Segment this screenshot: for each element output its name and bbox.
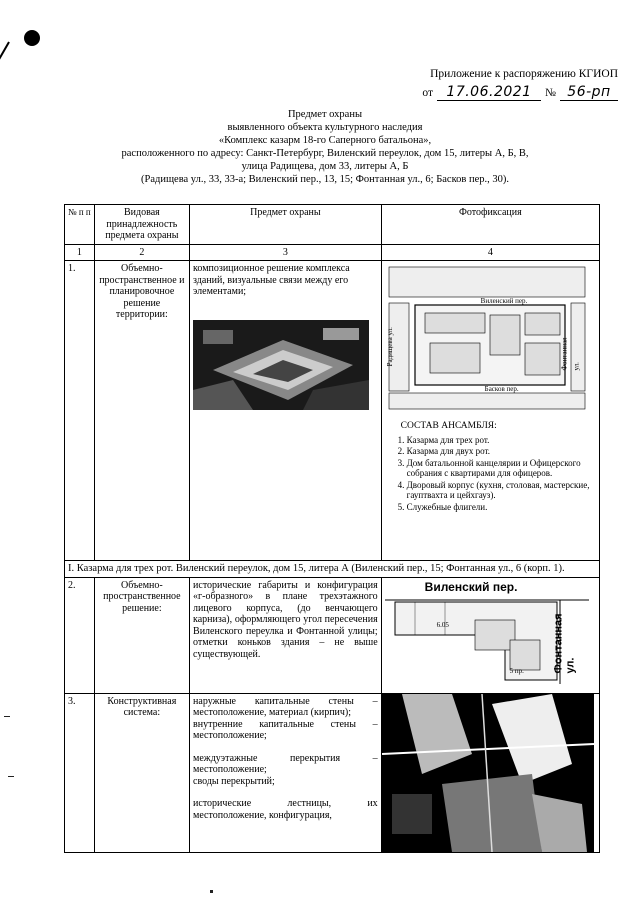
table-row: 2. Объемно-пространственное решение: ист… (64, 576, 601, 694)
row3-line: своды перекрытий; (193, 775, 275, 787)
row3-line: внутренние капитальные стены – местополо… (193, 718, 378, 742)
site-plan-image (384, 263, 589, 413)
seal-mark (24, 30, 40, 46)
map-label-fontannaya: Фонтанная ул. (560, 337, 580, 371)
scan-mark (4, 716, 10, 717)
list-item: Казарма для двух рот. (407, 446, 596, 457)
interior-photo-image (381, 693, 594, 852)
interior-photo (381, 693, 594, 852)
row2-photo-cell: Виленский пер. Фонтанная ул. 6.05 5 пр. (380, 576, 601, 694)
section-row: I. Казарма для трех рот. Виленский переу… (64, 560, 600, 578)
row3-subject-cell: наружные капитальные стены – местоположе… (189, 692, 382, 853)
row3-line: междуэтажные перекрытия – местоположение… (193, 752, 378, 776)
title-line-4: расположенного по адресу: Санкт-Петербур… (121, 148, 529, 159)
title-block: Предмет охраны выявленного объекта культ… (60, 108, 590, 186)
appendix-title: Приложение к распоряжению КГИОП (430, 68, 618, 80)
ensemble-list: Казарма для трех рот. Казарма для двух р… (385, 435, 596, 513)
plan-label-fontannaya: Фонтанная ул. (552, 612, 576, 674)
title-line-5: улица Радищева, дом 33, литеры А, Б (241, 161, 409, 172)
building-plan: Виленский пер. Фонтанная ул. 6.05 5 пр. (384, 579, 589, 684)
colnum-2: 2 (93, 243, 191, 261)
order-no-label: № (545, 87, 556, 99)
building-plan-image (384, 579, 589, 684)
row1-type: Объемно-пространственное и планировочное… (93, 260, 191, 561)
header-num: № п п (64, 204, 95, 245)
aerial-photo (193, 319, 370, 410)
order-date: 17.06.2021 (437, 84, 542, 101)
row1-num: 1. (64, 260, 95, 561)
site-plan-map: Виленский пер. Радищева ул. Басков пер. … (384, 263, 589, 413)
table-row: 1. Объемно-пространственное и планировоч… (64, 260, 601, 561)
scan-mark (8, 776, 14, 777)
colnum-1: 1 (64, 243, 95, 261)
row3-spacer (193, 742, 378, 753)
ensemble-title: СОСТАВ АНСАМБЛЯ: (400, 421, 497, 431)
row3-line: исторические лестницы, их местоположение… (193, 798, 378, 821)
colnum-3: 3 (189, 243, 382, 261)
row2-type: Объемно-пространственное решение: (93, 576, 191, 694)
row3-type: Конструктивная система: (93, 692, 191, 853)
table-number-row: 1 2 3 4 (64, 243, 601, 261)
row1-subject: композиционное решение комплекса зданий,… (193, 263, 350, 297)
order-line: от 17.06.2021 № 56-рп (358, 84, 618, 101)
plan-label-vilensky: Виленский пер. (424, 579, 518, 594)
row3-line: наружные капитальные стены – местоположе… (193, 695, 378, 719)
table-row: 3. Конструктивная система: наружные капи… (64, 692, 601, 853)
row3-spacer (193, 787, 378, 798)
colnum-4: 4 (380, 243, 601, 261)
title-line-3: «Комплекс казарм 18-го Саперного батальо… (218, 135, 432, 146)
row3-num: 3. (64, 692, 95, 853)
title-line-2: выявленного объекта культурного наследия (227, 122, 423, 133)
scan-mark (210, 890, 213, 893)
map-label-radishcheva: Радищева ул. (385, 327, 394, 367)
list-item: Служебные флигели. (407, 502, 596, 513)
map-label-baskov: Басков пер. (484, 385, 519, 393)
list-item: Дворовый корпус (кухня, столовая, мастер… (407, 480, 596, 501)
list-item: Дом батальонной канцелярии и Офицерского… (407, 458, 596, 479)
order-number: 56-рп (560, 84, 618, 101)
header-subject: Предмет охраны (189, 204, 382, 245)
aerial-photo-image (193, 319, 370, 410)
list-item: Казарма для трех рот. (407, 435, 596, 446)
appendix-header: Приложение к распоряжению КГИОП от 17.06… (358, 66, 618, 101)
plan-mark-2: 5 пр. (509, 666, 524, 675)
title-line-6: (Радищева ул., 33, 33-а; Виленский пер.,… (141, 174, 509, 185)
header-photo: Фотофиксация (380, 204, 601, 245)
row1-subject-cell: композиционное решение комплекса зданий,… (189, 260, 382, 561)
plan-mark-1: 6.05 (436, 620, 449, 629)
order-ot-label: от (422, 87, 434, 99)
table-header-row: № п п Видовая принадлежность предмета ох… (64, 204, 601, 245)
map-label-vilensky: Виленский пер. (480, 297, 528, 305)
row3-photo-cell (380, 692, 601, 853)
section-title: I. Казарма для трех рот. Виленский переу… (64, 560, 600, 578)
row2-subject: исторические габариты и конфигурация «г-… (189, 576, 382, 694)
title-line-1: Предмет охраны (287, 109, 363, 120)
header-type: Видовая принадлежность предмета охраны (93, 204, 191, 245)
row1-photo-cell: Виленский пер. Радищева ул. Басков пер. … (380, 260, 601, 561)
row2-num: 2. (64, 576, 95, 694)
protection-table: № п п Видовая принадлежность предмета ох… (64, 204, 601, 853)
seal-stroke (0, 41, 10, 95)
